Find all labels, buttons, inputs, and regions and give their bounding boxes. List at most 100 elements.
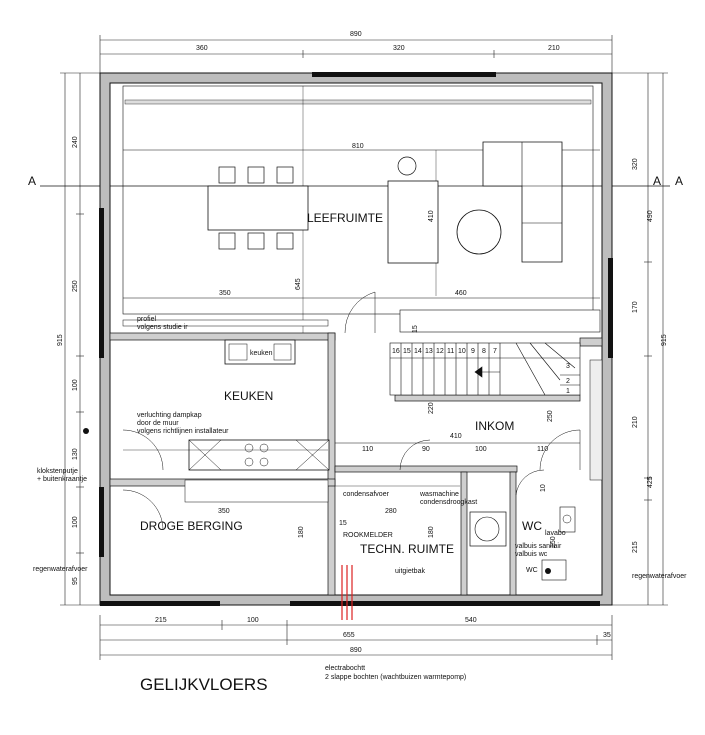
sink-label: keuken: [250, 350, 273, 357]
section-marker-right-2: A: [675, 174, 683, 188]
dim-kitchen-width: 350: [219, 290, 231, 297]
dim-left-5: 100: [72, 516, 79, 528]
section-marker-left: A: [28, 174, 36, 188]
note-bell-1: klokstenputje: [37, 468, 78, 475]
step-number: 3: [566, 363, 570, 370]
window-left: [99, 208, 104, 358]
stairs: [389, 309, 601, 396]
dim-right-1: 320: [632, 158, 639, 170]
plan-title: GELIJKVLOERS: [140, 675, 268, 694]
note-washer-1: wasmachine: [419, 491, 459, 498]
note-hood-3: volgens richtlijnen installateur: [137, 428, 229, 435]
room-kitchen: KEUKEN: [224, 389, 273, 403]
step-number: 10: [458, 348, 466, 355]
dim-tech-180: 180: [428, 526, 435, 538]
dim-wc-150: 150: [550, 536, 557, 548]
step-number: 15: [403, 348, 411, 355]
service-rooms: [122, 469, 576, 620]
note-bell-2: + buitenkraantje: [37, 476, 87, 483]
section-marker-right: A: [653, 174, 661, 188]
dim-bottom-4: 540: [465, 617, 477, 624]
step-number: 7: [493, 348, 497, 355]
step-number: 13: [425, 348, 433, 355]
note-drain-2: valbuis wc: [515, 551, 548, 558]
room-storage: DROGE BERGING: [140, 519, 243, 533]
dining-table: [207, 185, 309, 231]
step-number: 2: [566, 378, 570, 385]
dim-hall-110b: 110: [537, 446, 548, 453]
footnote-line-2: 2 slappe bochten (wachtbuizen warmtepomp…: [325, 674, 466, 681]
dim-hall-100: 100: [475, 446, 487, 453]
room-entrance: INKOM: [475, 419, 514, 433]
dim-hall-110a: 110: [362, 446, 373, 453]
outer-walls: [99, 72, 613, 606]
dim-top-2: 320: [393, 45, 405, 52]
dim-bottom-total: 890: [350, 647, 362, 654]
dim-living-depth: 410: [428, 210, 435, 222]
dimension-text: 890 360 320 210 215 100 655 540 35 890 2…: [57, 31, 668, 654]
dim-hall-width: 460: [455, 290, 467, 297]
note-washer-2: condensdroogkast: [420, 499, 477, 506]
dim-right-2: 490: [647, 210, 654, 222]
dim-stair-15: 15: [412, 325, 419, 333]
dim-bottom-5: 35: [603, 632, 611, 639]
dimension-lines: [60, 35, 668, 660]
window-right: [608, 258, 613, 358]
dim-tech-280: 280: [385, 508, 397, 515]
dim-bottom-1: 215: [155, 617, 167, 624]
step-number: 14: [414, 348, 422, 355]
step-number: 9: [471, 348, 475, 355]
living-room: [123, 86, 600, 334]
footnote-line-1: electrabochtt: [325, 665, 365, 672]
dim-stair-250: 250: [547, 410, 554, 422]
dim-bottom-3: 655: [343, 632, 355, 639]
note-wc-small: WC: [526, 567, 538, 574]
step-number: 12: [436, 348, 444, 355]
kitchen: [83, 319, 330, 503]
dim-top-1: 360: [196, 45, 208, 52]
note-condensate: condensafvoer: [343, 491, 390, 498]
dim-storage-350: 350: [218, 508, 230, 515]
room-technical: TECHN. RUIMTE: [360, 542, 454, 556]
dim-stair-220: 220: [428, 402, 435, 414]
entrance: [335, 359, 603, 481]
step-number: 11: [447, 348, 454, 355]
note-profile-2: volgens studie ir: [137, 324, 188, 331]
note-profile-1: profiel: [137, 316, 157, 323]
step-number: 16: [392, 348, 400, 355]
note-rain-right: regenwaterafvoer: [632, 573, 687, 580]
dim-living-645: 645: [295, 278, 302, 290]
dim-right-4: 210: [632, 416, 639, 428]
stair-numbers: 16 15 14 13 12 11 10 9 8 7 3 2 1: [392, 348, 570, 395]
dim-hall-90: 90: [422, 446, 430, 453]
step-number: 1: [566, 388, 570, 395]
dim-right-5: 425: [647, 476, 654, 488]
room-labels: LEEFRUIMTE KEUKEN INKOM DROGE BERGING TE…: [140, 211, 542, 556]
room-wc: WC: [522, 519, 542, 533]
dim-left-2: 250: [72, 280, 79, 292]
dim-entrance-10: 10: [540, 484, 547, 492]
dim-top-3: 210: [548, 45, 560, 52]
note-rain-left: regenwaterafvoer: [33, 566, 88, 573]
dim-left-1: 240: [72, 136, 79, 148]
window-bottom-left: [100, 601, 220, 606]
window-left-lower: [99, 487, 104, 557]
note-smoke: ROOKMELDER: [343, 532, 393, 539]
note-hood-2: door de muur: [137, 420, 179, 427]
note-spout: uitgietbak: [395, 568, 425, 575]
dim-bottom-2: 100: [247, 617, 259, 624]
note-hood-1: verluchting dampkap: [137, 412, 202, 419]
dim-left-3: 100: [72, 379, 79, 391]
section-line-a: A A A: [28, 174, 683, 188]
dim-right-6: 215: [632, 541, 639, 553]
dim-storage-180: 180: [298, 526, 305, 538]
dim-hall-410: 410: [450, 433, 462, 440]
room-living: LEEFRUIMTE: [307, 211, 383, 225]
dim-tech-15: 15: [339, 520, 347, 527]
annotations: profiel volgens studie ir verluchting da…: [33, 316, 687, 580]
note-basin: lavabo: [545, 530, 566, 537]
dim-left-6: 95: [72, 577, 79, 585]
window-top: [312, 72, 496, 77]
note-drain-1: valbuis sanitair: [515, 543, 562, 550]
dim-right-total: 915: [661, 334, 668, 346]
